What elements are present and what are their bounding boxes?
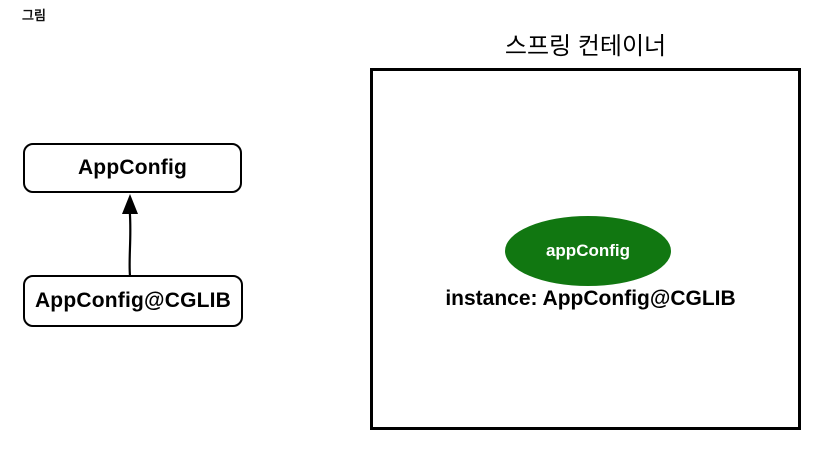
bean-ellipse: appConfig [505,216,671,286]
spring-container-box: appConfig instance: AppConfig@CGLIB [370,68,801,430]
bean-label: appConfig [545,241,631,260]
figure-label: 그림 [22,8,46,23]
appconfig-class-box: AppConfig [23,143,242,193]
spring-container-title: 스프링 컨테이너 [504,33,667,60]
appconfig-class-label: AppConfig [77,156,188,179]
instance-text: instance: AppConfig@CGLIB [445,287,736,310]
up-arrow-icon [122,194,138,278]
appconfig-cglib-class-label: AppConfig@CGLIB [34,289,232,312]
appconfig-cglib-class-box: AppConfig@CGLIB [23,275,243,327]
